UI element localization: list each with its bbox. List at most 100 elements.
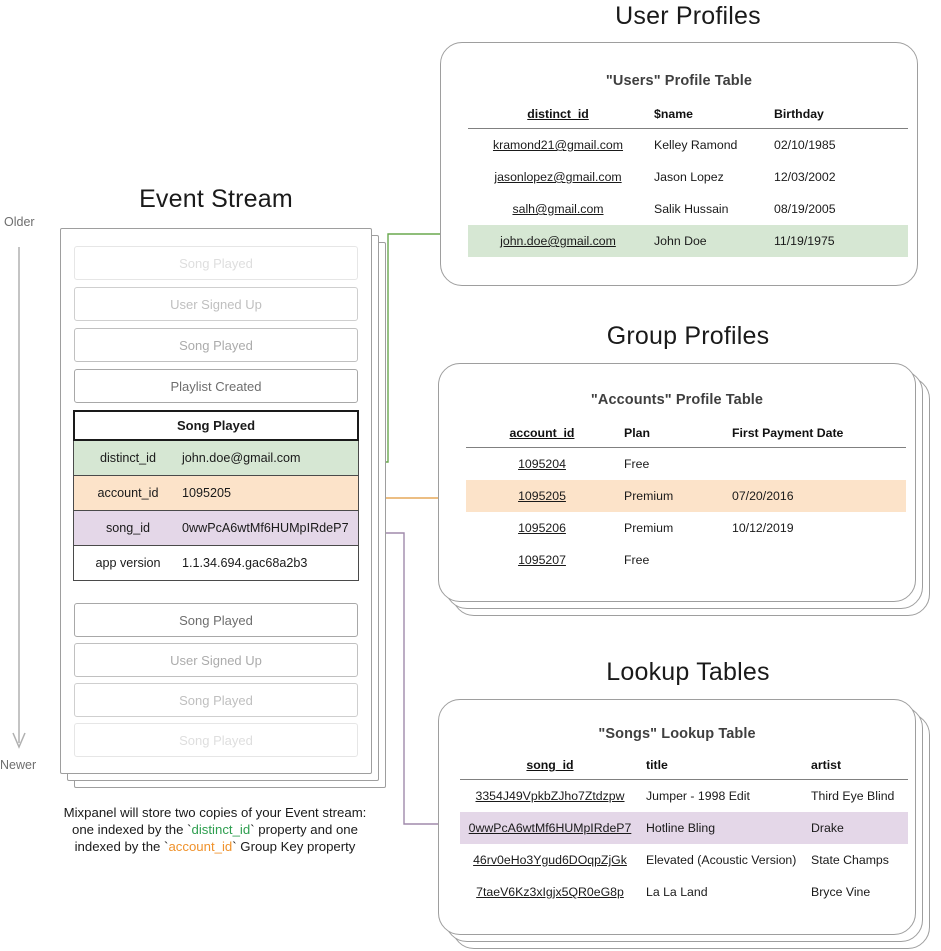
event-card-label: Song Played: [179, 692, 253, 708]
songs-table-title: "Songs" Lookup Table: [598, 726, 756, 742]
songs-table-container: "Songs" Lookup Table song_id title artis…: [438, 699, 916, 908]
caption-line-2: one indexed by the `distinct_id` propert…: [40, 821, 390, 838]
event-card-song-played-3[interactable]: Song Played: [74, 603, 358, 637]
caption-line3-post: ` Group Key property: [232, 839, 356, 854]
caption-line-1: Mixpanel will store two copies of your E…: [63, 805, 367, 820]
caption-line3-pre: indexed by the `: [74, 839, 169, 854]
property-value: 1.1.34.694.gac68a2b3: [182, 556, 308, 570]
lookup-tables-title: Lookup Tables: [606, 658, 770, 686]
event-card-user-signed-up-1[interactable]: User Signed Up: [74, 287, 358, 321]
table-row[interactable]: 46rv0eHo3Ygud6DOqpZjGk Elevated (Acousti…: [460, 844, 908, 876]
accounts-table: account_id Plan First Payment Date 10952…: [466, 422, 906, 576]
table-row[interactable]: 1095206 Premium 10/12/2019: [466, 512, 906, 544]
table-row[interactable]: kramond21@gmail.com Kelley Ramond 02/10/…: [468, 129, 908, 162]
users-table-container: "Users" Profile Table distinct_id $name …: [440, 42, 918, 257]
focused-event-card[interactable]: Song Played distinct_id john.doe@gmail.c…: [73, 410, 359, 581]
caption-token-distinct-id: distinct_id: [191, 822, 251, 837]
cell-birthday: 11/19/1975: [768, 225, 908, 257]
cell-title: Hotline Bling: [640, 812, 805, 844]
table-row[interactable]: 1095207 Free: [466, 544, 906, 576]
cell-account-id: 1095206: [518, 521, 566, 535]
cell-account-id: 1095207: [518, 553, 566, 567]
property-key: account_id: [97, 486, 159, 500]
accounts-col-plan: Plan: [618, 422, 726, 448]
cell-song-id: 46rv0eHo3Ygud6DOqpZjGk: [473, 853, 627, 867]
focused-event-header: Song Played: [73, 410, 359, 441]
user-profiles-panel: "Users" Profile Table distinct_id $name …: [440, 42, 918, 286]
cell-first-payment-date: 07/20/2016: [726, 480, 906, 512]
cell-birthday: 08/19/2005: [774, 202, 836, 216]
cell-name: Jason Lopez: [654, 170, 724, 184]
event-card-label: User Signed Up: [170, 296, 262, 312]
focused-event-row-distinct-id[interactable]: distinct_id john.doe@gmail.com: [73, 441, 359, 476]
property-value: 0wwPcA6wtMf6HUMpIRdeP7: [182, 521, 349, 535]
cell-name: Salik Hussain: [654, 202, 729, 216]
event-card-song-played-5[interactable]: Song Played: [74, 723, 358, 757]
cell-song-id: 3354J49VpkbZJho7Ztdzpw: [475, 789, 625, 803]
songs-col-artist: artist: [805, 754, 908, 780]
table-row[interactable]: 1095204 Free: [466, 448, 906, 481]
event-stream-title: Event Stream: [139, 185, 293, 213]
caption-line2-post: ` property and one: [250, 822, 358, 837]
cell-name: John Doe: [648, 225, 768, 257]
users-col-distinct-id: distinct_id: [468, 103, 648, 129]
cell-artist: Third Eye Blind: [811, 789, 895, 803]
event-card-user-signed-up-2[interactable]: User Signed Up: [74, 643, 358, 677]
property-value: john.doe@gmail.com: [182, 451, 301, 465]
accounts-table-container: "Accounts" Profile Table account_id Plan…: [438, 363, 916, 576]
caption-token-account-id: account_id: [168, 839, 233, 854]
cell-artist: Bryce Vine: [811, 885, 871, 899]
cell-title: Jumper - 1998 Edit: [646, 789, 750, 803]
focused-event-row-account-id[interactable]: account_id 1095205: [73, 476, 359, 511]
event-card-playlist-created[interactable]: Playlist Created: [74, 369, 358, 403]
cell-distinct-id: salh@gmail.com: [512, 202, 604, 216]
event-card-label: Song Played: [179, 612, 253, 628]
event-card-song-played-2[interactable]: Song Played: [74, 328, 358, 362]
cell-song-id: 7taeV6Kz3xIgjx5QR0eG8p: [476, 885, 624, 899]
table-row-highlighted[interactable]: 1095205 Premium 07/20/2016: [466, 480, 906, 512]
cell-title: La La Land: [646, 885, 708, 899]
cell-plan: Free: [624, 457, 650, 471]
event-card-label: Song Played: [179, 732, 253, 748]
cell-first-payment-date: 10/12/2019: [732, 521, 794, 535]
cell-birthday: 02/10/1985: [774, 138, 836, 152]
accounts-col-first-payment-date: First Payment Date: [726, 422, 906, 448]
event-card-song-played-4[interactable]: Song Played: [74, 683, 358, 717]
event-card-label: Song Played: [179, 337, 253, 353]
table-row[interactable]: 7taeV6Kz3xIgjx5QR0eG8p La La Land Bryce …: [460, 876, 908, 908]
cell-distinct-id: kramond21@gmail.com: [492, 138, 624, 152]
table-row-highlighted[interactable]: john.doe@gmail.com John Doe 11/19/1975: [468, 225, 908, 257]
table-row-highlighted[interactable]: 0wwPcA6wtMf6HUMpIRdeP7 Hotline Bling Dra…: [460, 812, 908, 844]
table-row[interactable]: 3354J49VpkbZJho7Ztdzpw Jumper - 1998 Edi…: [460, 780, 908, 813]
focused-event-row-app-version[interactable]: app version 1.1.34.694.gac68a2b3: [73, 546, 359, 581]
group-profiles-panel: "Accounts" Profile Table account_id Plan…: [438, 363, 930, 616]
cell-birthday: 12/03/2002: [774, 170, 836, 184]
cell-plan: Premium: [624, 521, 674, 535]
table-row[interactable]: salh@gmail.com Salik Hussain 08/19/2005: [468, 193, 908, 225]
cell-title: Elevated (Acoustic Version): [646, 853, 797, 867]
cell-account-id: 1095204: [518, 457, 566, 471]
cell-distinct-id: john.doe@gmail.com: [468, 225, 648, 257]
timeline-newer-label: Newer: [0, 758, 37, 772]
event-card-label: Song Played: [179, 255, 253, 271]
event-card-label: Playlist Created: [170, 378, 262, 394]
songs-table-header-row: song_id title artist: [460, 754, 908, 780]
timeline-axis: Older Newer: [0, 215, 60, 785]
songs-col-song-id: song_id: [460, 754, 640, 780]
focused-event-row-song-id[interactable]: song_id 0wwPcA6wtMf6HUMpIRdeP7: [73, 511, 359, 546]
event-stream-panel: Song Played User Signed Up Song Played P…: [60, 228, 390, 788]
event-card-song-played-1[interactable]: Song Played: [74, 246, 358, 280]
event-stream-caption: Mixpanel will store two copies of your E…: [40, 804, 390, 855]
cell-artist: Drake: [805, 812, 908, 844]
user-profiles-title: User Profiles: [615, 2, 761, 30]
users-col-name: $name: [648, 103, 768, 129]
accounts-table-header-row: account_id Plan First Payment Date: [466, 422, 906, 448]
caption-line2-pre: one indexed by the `: [72, 822, 192, 837]
table-row[interactable]: jasonlopez@gmail.com Jason Lopez 12/03/2…: [468, 161, 908, 193]
users-table-header-row: distinct_id $name Birthday: [468, 103, 908, 129]
cell-song-id: 0wwPcA6wtMf6HUMpIRdeP7: [460, 812, 640, 844]
caption-line-3: indexed by the `account_id` Group Key pr…: [40, 838, 390, 855]
lookup-tables-panel: "Songs" Lookup Table song_id title artis…: [438, 699, 930, 949]
users-table: distinct_id $name Birthday kramond21@gma…: [468, 103, 908, 257]
property-value: 1095205: [182, 486, 232, 500]
